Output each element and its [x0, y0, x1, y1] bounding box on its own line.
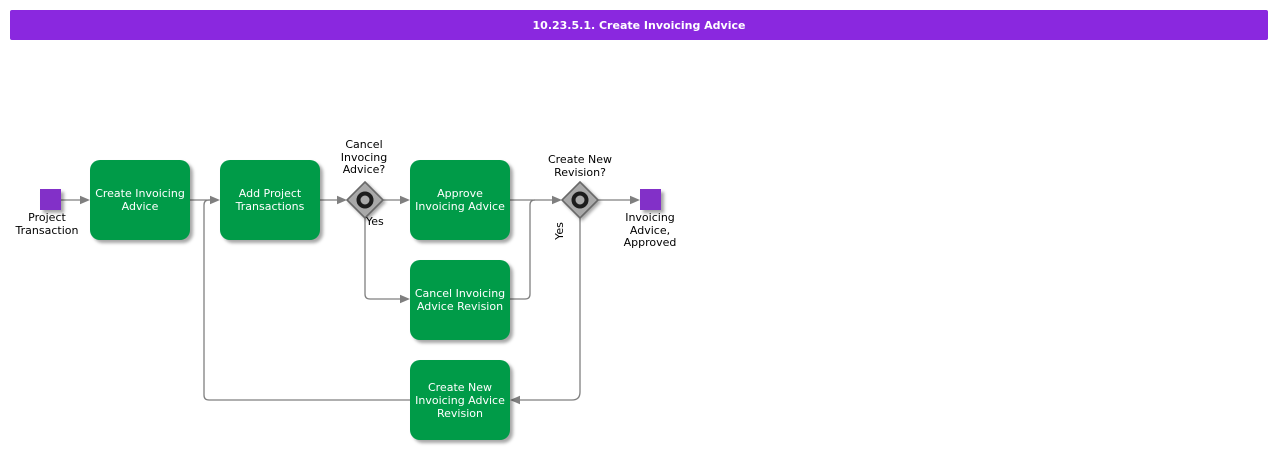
- gateway1-yes-label: Yes: [366, 215, 384, 228]
- arrowhead: [400, 195, 410, 205]
- start-event-label: Project Transaction: [15, 211, 79, 237]
- gateway2-yes-label: Yes: [553, 222, 566, 240]
- gateway-cancel-invoicing-advice[interactable]: [345, 180, 385, 220]
- page-title: 10.23.5.1. Create Invoicing Advice: [532, 18, 746, 32]
- arrowhead: [337, 195, 347, 205]
- flow-cancel-revision-to-gateway2: [510, 199, 536, 300]
- flow-loop-revision-to-add: [203, 199, 410, 401]
- task-create-invoicing-advice[interactable]: Create Invoicing Advice: [90, 160, 190, 240]
- task-approve-invoicing-advice[interactable]: Approve Invoicing Advice: [410, 160, 510, 240]
- arrowhead: [510, 395, 520, 405]
- gateway-create-new-revision[interactable]: [560, 180, 600, 220]
- arrowhead: [552, 195, 562, 205]
- gateway-diamond-icon: [560, 180, 600, 220]
- flow-gateway2-yes-to-create-revision: [520, 218, 581, 401]
- gateway2-question-label: Create New Revision?: [547, 153, 613, 179]
- end-event-invoicing-advice-approved[interactable]: [640, 189, 661, 210]
- task-add-project-transactions[interactable]: Add Project Transactions: [220, 160, 320, 240]
- flow-gateway1-yes-to-cancel-revision: [364, 218, 400, 300]
- end-event-label: Invoicing Advice, Approved: [623, 211, 677, 249]
- arrowhead: [400, 294, 410, 304]
- gateway-diamond-icon: [345, 180, 385, 220]
- title-bar: 10.23.5.1. Create Invoicing Advice: [10, 10, 1268, 40]
- start-event-project-transaction[interactable]: [40, 189, 61, 210]
- cancel-gateway-ring-icon: [571, 191, 589, 209]
- gateway1-question-label: Cancel Invocing Advice?: [340, 138, 388, 176]
- task-create-new-invoicing-advice-revision[interactable]: Create New Invoicing Advice Revision: [410, 360, 510, 440]
- arrowhead: [80, 195, 90, 205]
- cancel-gateway-ring-icon: [356, 191, 374, 209]
- arrowhead: [630, 195, 640, 205]
- task-cancel-invoicing-advice-revision[interactable]: Cancel Invoicing Advice Revision: [410, 260, 510, 340]
- arrowhead: [210, 195, 220, 205]
